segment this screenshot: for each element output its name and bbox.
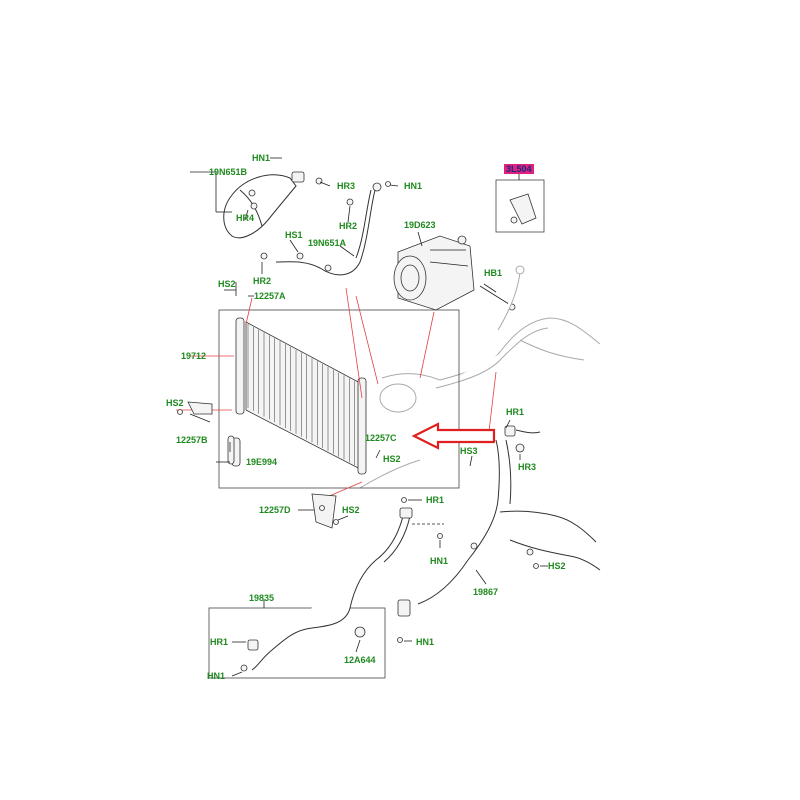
- label-hr3-top: HR3: [337, 181, 355, 191]
- label-19n651a: 19N651A: [308, 238, 347, 248]
- label-12257a: 12257A: [254, 291, 286, 301]
- label-19n651b: 19N651B: [209, 167, 248, 177]
- compressor-19d623: [393, 235, 516, 311]
- label-19e994: 19E994: [246, 457, 277, 467]
- label-hr4: HR4: [236, 213, 254, 223]
- label-hs2-left: HS2: [166, 398, 184, 408]
- condenser-19712: [218, 309, 460, 489]
- bracket-12257b: [177, 401, 213, 415]
- label-hr1-right: HR1: [506, 407, 524, 417]
- drier-19e994: [227, 435, 235, 465]
- label-hr1-mid: HR1: [426, 495, 444, 505]
- label-hr3-right: HR3: [518, 462, 536, 472]
- label-hb1: HB1: [484, 268, 502, 278]
- label-hs1: HS1: [285, 230, 303, 240]
- label-19835: 19835: [249, 593, 274, 603]
- label-hn1-top: HN1: [252, 153, 270, 163]
- label-12257d: 12257D: [259, 505, 291, 515]
- label-hr1-low: HR1: [210, 637, 228, 647]
- label-19867: 19867: [473, 587, 498, 597]
- label-hn1-top-right: HN1: [404, 181, 422, 191]
- label-19d623: 19D623: [404, 220, 436, 230]
- label-12a644: 12A644: [344, 655, 376, 665]
- label-19712: 19712: [181, 351, 206, 361]
- label-12257c: 12257C: [365, 433, 397, 443]
- label-hn1-bottom: HN1: [207, 671, 225, 681]
- line-19835: [208, 497, 444, 679]
- label-hs3: HS3: [460, 446, 478, 456]
- part-labels: HN1 19N651B HR3 HN1 HR4 HR2 HS1 19N651A …: [166, 153, 566, 681]
- bracket-12257d: [311, 493, 339, 529]
- label-hs2-top: HS2: [218, 279, 236, 289]
- leader-lines: [189, 157, 548, 677]
- hose-19n651b: [223, 171, 323, 239]
- label-hn1-low-right: HN1: [416, 637, 434, 647]
- label-hs2-mid: HS2: [383, 454, 401, 464]
- tag-3l504-bg: [504, 164, 534, 174]
- label-hr2-top: HR2: [339, 221, 357, 231]
- part-3l504: [495, 164, 545, 233]
- highlight-arrow: [411, 422, 496, 450]
- label-hn1-mid: HN1: [430, 556, 448, 566]
- label-hs2-low: HS2: [342, 505, 360, 515]
- pale-pipework: [359, 265, 601, 489]
- red-leaders: [176, 287, 497, 501]
- label-12257b: 12257B: [176, 435, 208, 445]
- lines-19867: [397, 425, 601, 643]
- label-hs2-right: HS2: [548, 561, 566, 571]
- label-3l504: 3L504: [506, 164, 532, 174]
- label-hr2-mid: HR2: [253, 276, 271, 286]
